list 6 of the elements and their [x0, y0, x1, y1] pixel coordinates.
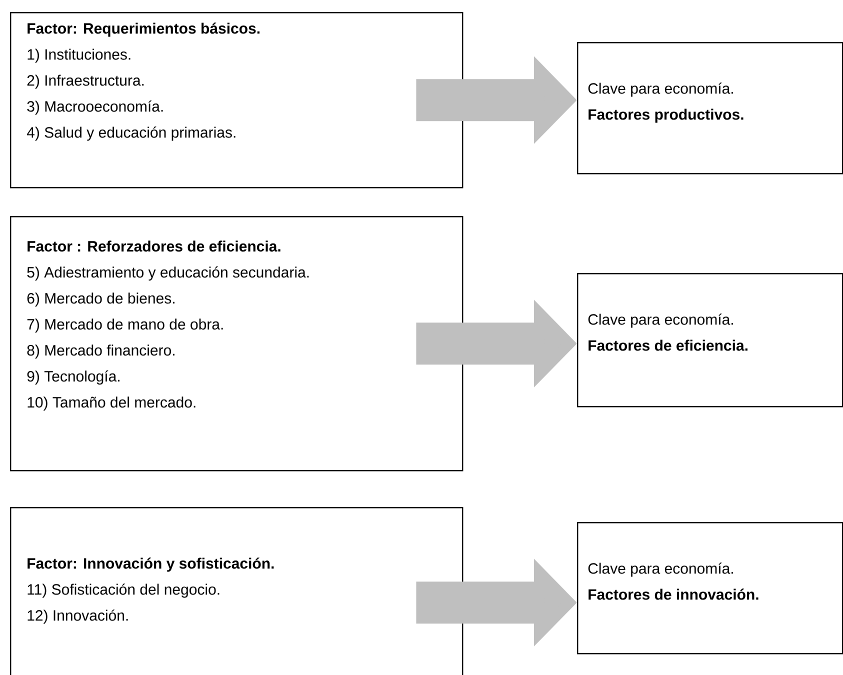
factor-box: Factor: Innovación y sofisticación. 11) Sofisticación del negocio. 12) Innovación.: [10, 507, 464, 675]
factor-box: Factor: Requerimientos básicos. 1) Instituciones. 2) Infraestructura. 3) Macrooeconomía. 4) Salud y educación primarias.: [10, 12, 464, 188]
result-box: Clave para economía. Factores de eficiencia.: [577, 273, 843, 408]
result-box: Clave para economía. Factores de innovación.: [577, 522, 843, 654]
factor-box: Factor : Reforzadores de eficiencia. 5) Adiestramiento y educación secundaria. 6) Mercado de bienes. 7) Mercado de mano de obra. 8) Mercado financiero. 9) Tecnología. 10) Tamaño del mercado.: [10, 216, 464, 472]
result-box: Clave para economía. Factores productivos.: [577, 42, 843, 174]
